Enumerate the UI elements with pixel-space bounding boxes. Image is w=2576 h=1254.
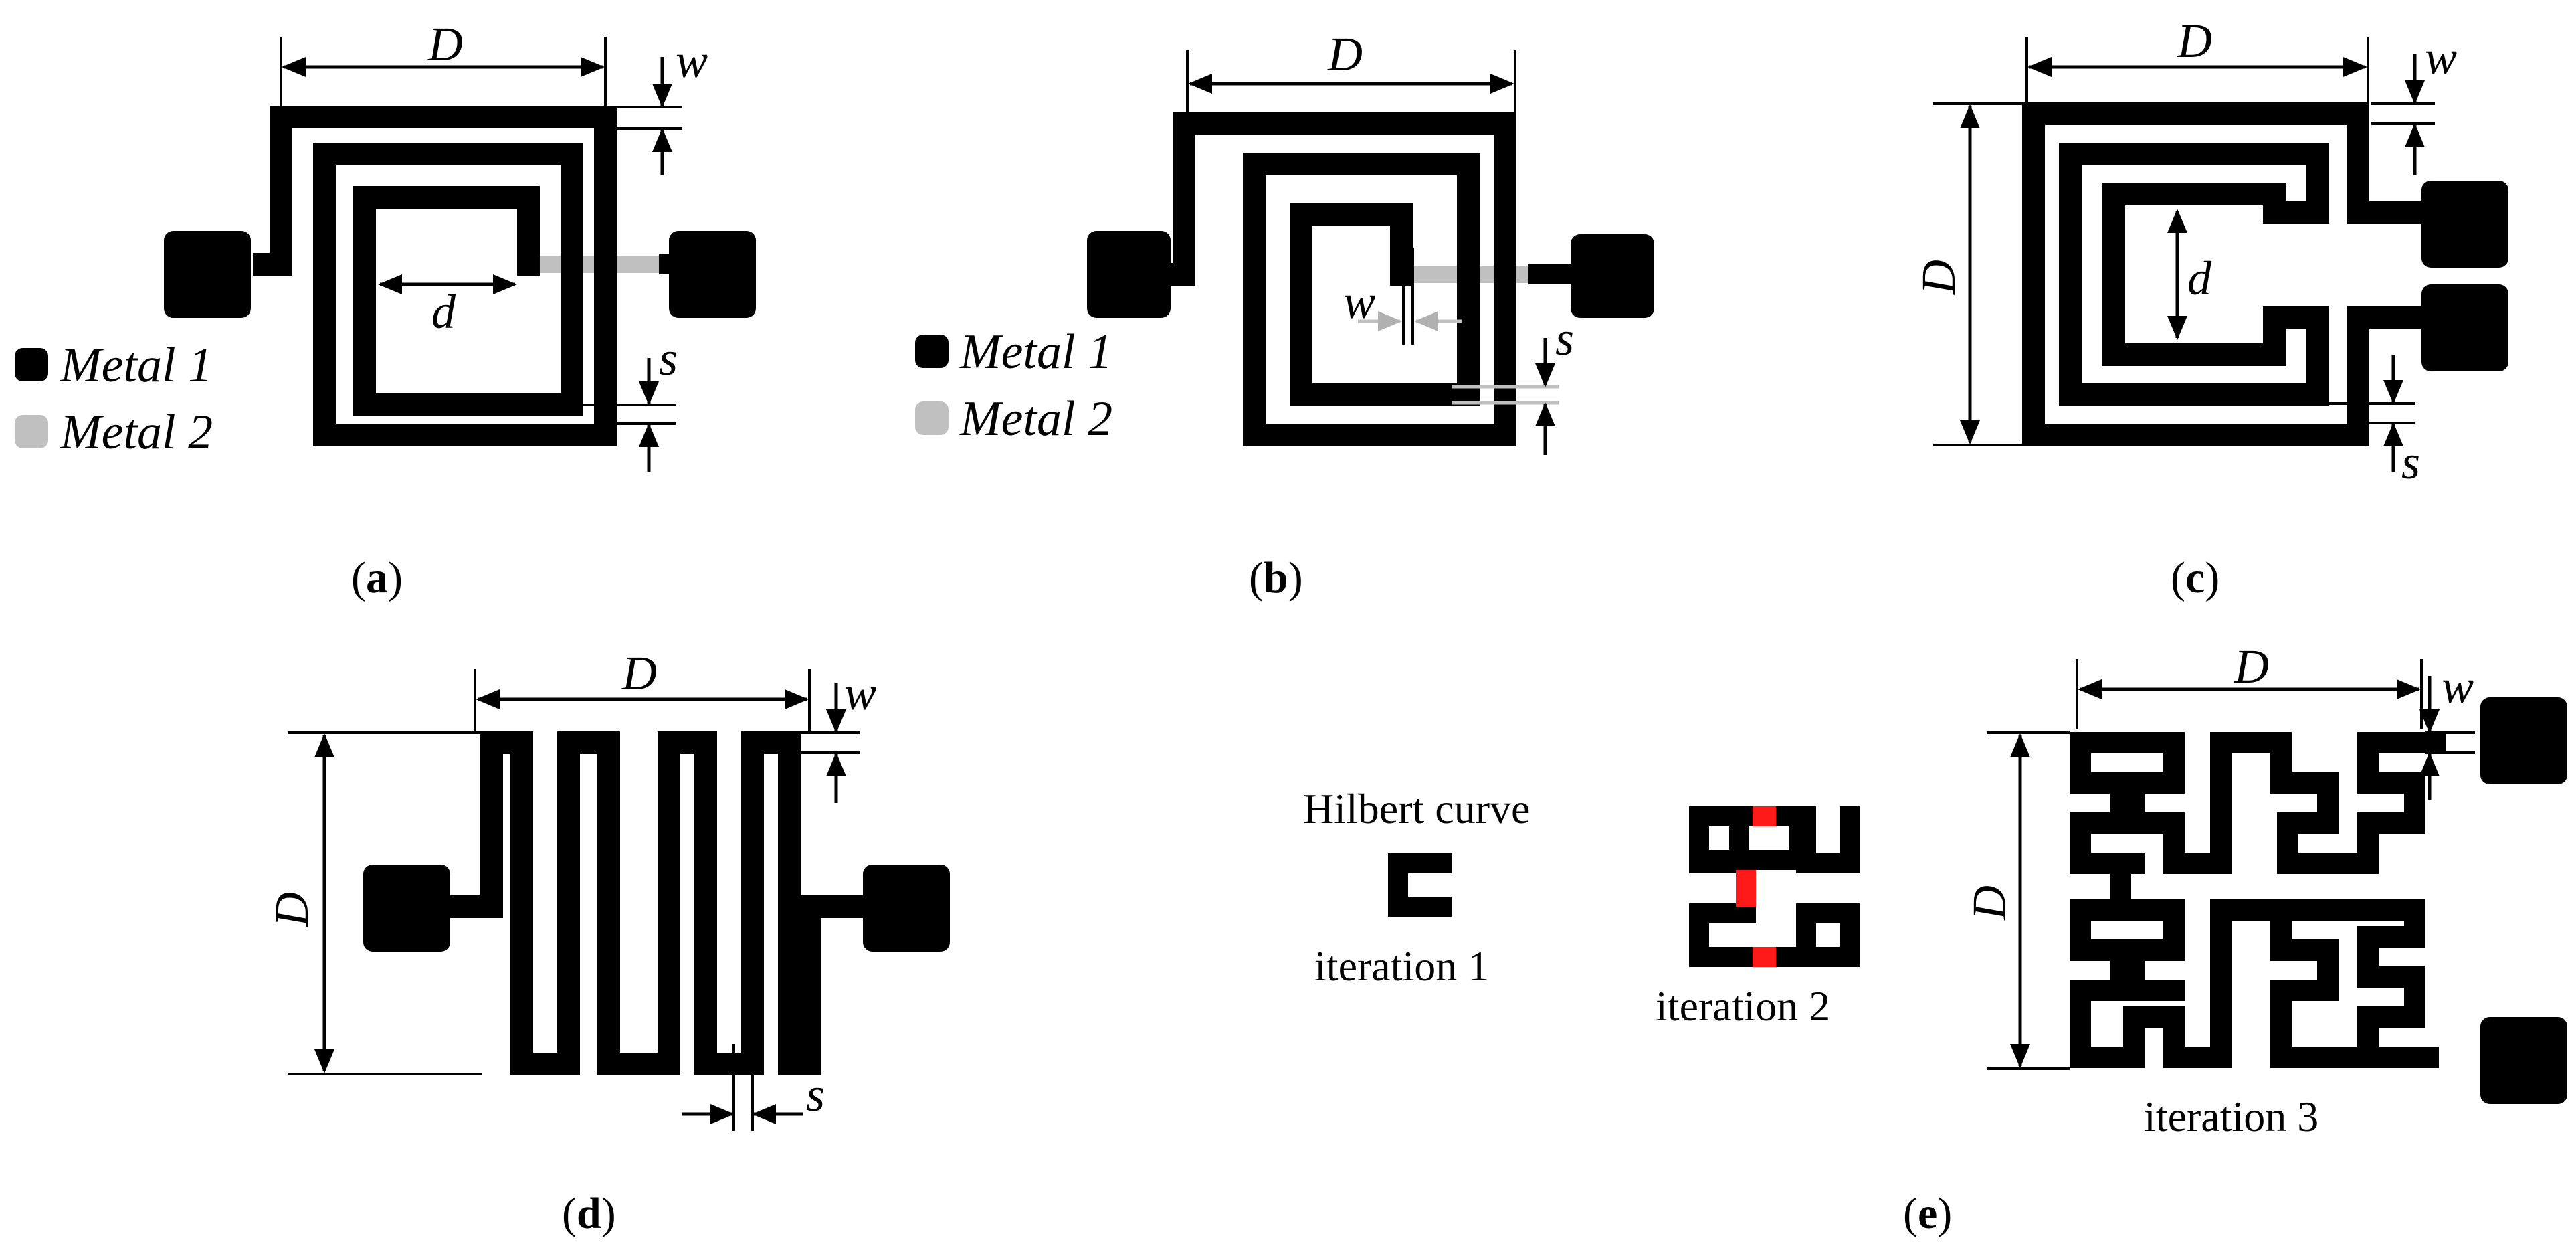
legend-metal2-swatch [15,415,48,448]
panel-d-caption: (d) [562,1189,616,1238]
panel-d-meander-trace [437,731,888,1075]
legend-b-metal2-label: Metal 2 [959,391,1112,446]
panel-d-D-side-label: D [265,892,318,927]
panel-b-rounded-spiral: D w s Metal 1 Metal 2 (b) [915,27,1654,602]
panel-e-pad-top [2480,697,2567,784]
panel-c-D-side-label: D [1912,260,1965,295]
legend-metal1-label: Metal 1 [60,338,213,393]
legend-metal1-swatch [15,348,48,381]
legend-metal2-label: Metal 2 [60,405,213,460]
panel-b-s-label: s [1555,312,1574,365]
hilbert-title: Hilbert curve [1303,785,1530,832]
panel-c-middle-trace [2059,143,2329,406]
hilbert-iteration2-label: iteration 2 [1656,982,1830,1030]
panel-b-spiral-trace [1166,112,1516,446]
panel-b-right-pad [1571,234,1654,318]
hilbert-iteration3-label: iteration 3 [2144,1093,2318,1140]
panel-a-square-spiral: D d w s Metal 1 Metal 2 (a) [15,17,756,602]
panel-e-D-top-label: D [2234,640,2269,693]
panel-c-inner-trace [2102,183,2329,366]
panel-b-stub [1528,264,1575,284]
legend-b-metal2-swatch [915,401,949,435]
hilbert-iteration3-curve [2070,732,2446,1068]
panel-b-w-label: w [1343,275,1375,329]
panel-c-D-top-label: D [2177,14,2212,68]
panel-c-caption: (c) [2171,553,2219,602]
panel-d-right-pad [863,865,950,952]
panel-b-caption: (b) [1249,553,1303,602]
panel-e-w-label: w [2442,660,2474,713]
panel-d-D-top-label: D [621,646,657,700]
panel-a-stub [659,254,686,274]
panel-c-w-label: w [2425,31,2457,84]
panel-e-D-side-label: D [1963,885,2016,921]
panel-c-double-spiral: D D d w s (c) [1912,14,2508,602]
panel-a-caption: (a) [351,553,403,602]
panel-e-hilbert: Hilbert curve iteration 1 iteration 2 D … [1303,640,2567,1238]
panel-d-s-label: s [806,1068,825,1122]
hilbert-iteration3-inner-left [2123,853,2185,1001]
panel-a-D-label: D [427,17,463,71]
panel-c-d-label: d [2187,252,2212,305]
panel-b-left-pad [1087,231,1171,318]
panel-c-outer-trace [2022,102,2436,446]
hilbert-iteration1-label: iteration 1 [1314,942,1489,990]
panel-e-pad-bottom [2480,1017,2567,1104]
panel-a-right-pad [669,231,756,318]
panel-a-d-label: d [431,285,456,339]
panel-e-caption: (e) [1903,1189,1952,1238]
legend-b-metal1-label: Metal 1 [959,325,1112,379]
panel-a-left-pad [164,231,251,318]
panel-c-s-label: s [2401,436,2420,489]
panel-d-w-label: w [844,666,876,720]
panel-a-w-label: w [676,34,708,88]
panel-c-pad-bottom [2421,284,2508,371]
panel-d-meander: D D w s (d) [265,646,950,1238]
legend-b-metal1-swatch [915,335,949,368]
panel-a-spiral-trace [253,106,617,446]
hilbert-iteration1-curve [1388,853,1452,917]
panel-d-left-pad [363,865,450,952]
panel-a-s-label: s [659,332,678,385]
panel-c-pad-top [2421,181,2508,268]
panel-b-D-label: D [1327,27,1363,81]
